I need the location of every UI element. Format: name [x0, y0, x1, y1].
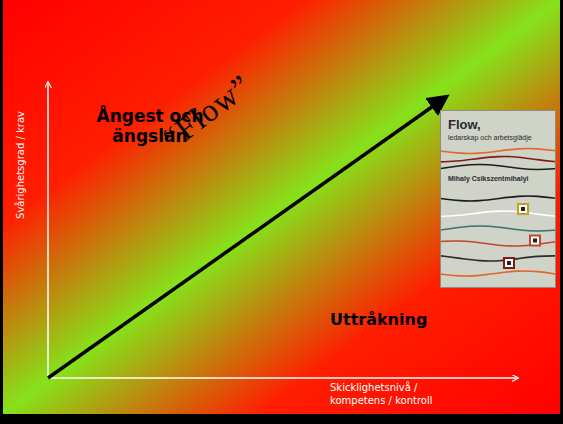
axis-label: Svårighetsgrad / krav [15, 111, 26, 219]
cover-line [441, 164, 556, 169]
gradient-ground [3, 0, 560, 414]
cover-line [441, 256, 556, 261]
cover-square [517, 203, 529, 215]
y-axis [47, 82, 49, 378]
cover-line [441, 196, 556, 201]
cover-square [503, 257, 515, 269]
cover-line [441, 271, 556, 276]
flow-arrow [48, 97, 446, 378]
cover-line [441, 157, 556, 162]
region-label: Uttråkning [330, 310, 427, 329]
x-axis [48, 377, 518, 379]
cover-line [441, 226, 556, 231]
cover-line [441, 149, 556, 154]
axis-label: Skicklighetsnivå / kompetens / kontroll [330, 382, 450, 407]
book-author: Mihaly Csikszentmihalyi [448, 175, 549, 182]
book-subtitle: ledarskap och arbetsglädje [448, 134, 549, 141]
book-cover: Flow, ledarskap och arbetsglädjeMihaly Cs… [440, 110, 556, 288]
cover-line [441, 211, 556, 216]
cover-square [529, 235, 541, 247]
book-title: Flow, [448, 117, 549, 132]
